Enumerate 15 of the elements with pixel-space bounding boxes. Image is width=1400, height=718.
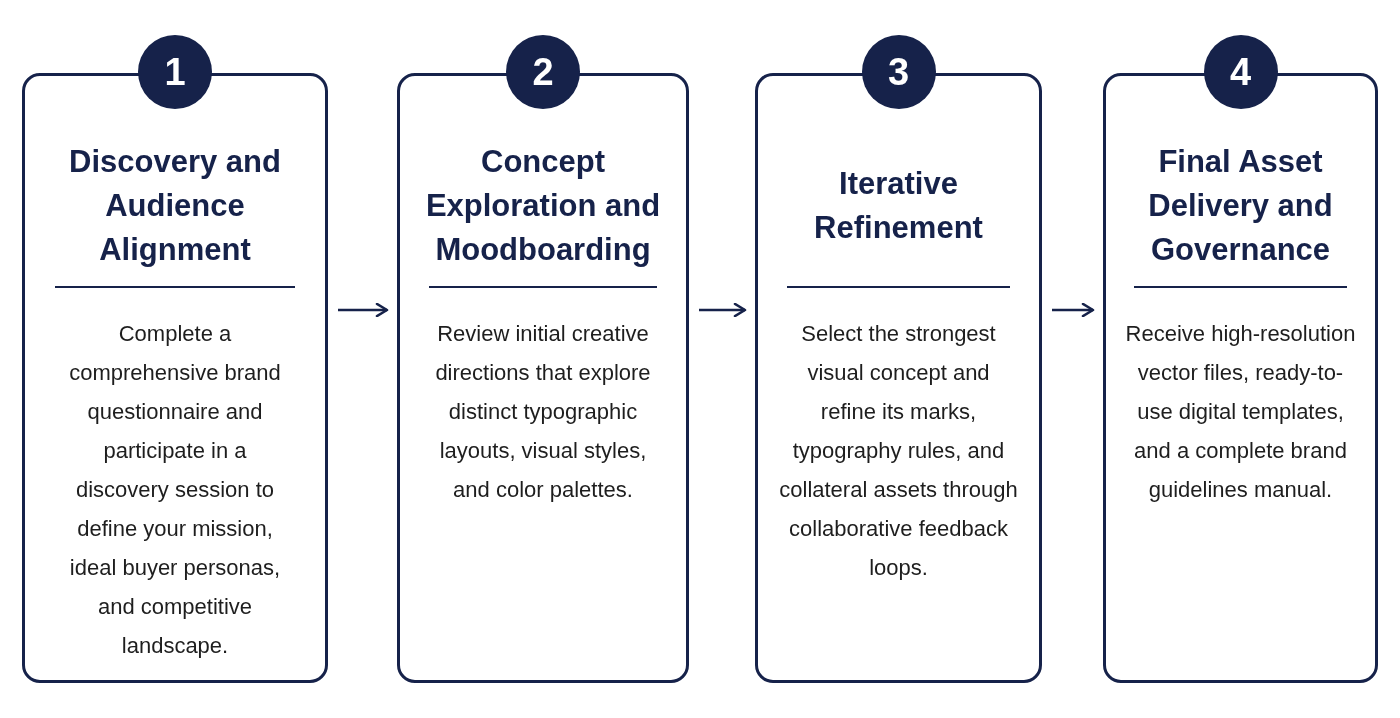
step-number: 3: [861, 35, 936, 109]
arrow: [699, 302, 747, 318]
step-description: Review initial creative directions that explore distinct typographic layouts, visual styles, and color palettes.: [434, 320, 652, 504]
step-title: Final Asset Delivery and Governance: [1147, 143, 1334, 269]
step-title: Discovery and Audience Alignment: [68, 143, 282, 269]
step-number: 1: [138, 35, 212, 109]
step-description: Complete a comprehensive brand questionnaire and participate in a discovery session to define your mission, ideal buyer personas, and competitive landscape.: [68, 320, 282, 660]
arrow: [338, 302, 389, 318]
step-title: Iterative Refinement: [813, 165, 984, 247]
step-description: Receive high-resolution vector files, ready-to-use digital templates, and a complete brand guidelines manual.: [1124, 320, 1357, 504]
step-title: Concept Exploration and Moodboarding: [424, 143, 662, 269]
step-number: 2: [506, 35, 580, 109]
step-description: Select the strongest visual concept and refine its marks, typography rules, and collateral assets through collaborative feedback loops.: [778, 320, 1019, 582]
arrow: [1052, 302, 1095, 318]
step-number: 4: [1203, 35, 1278, 109]
